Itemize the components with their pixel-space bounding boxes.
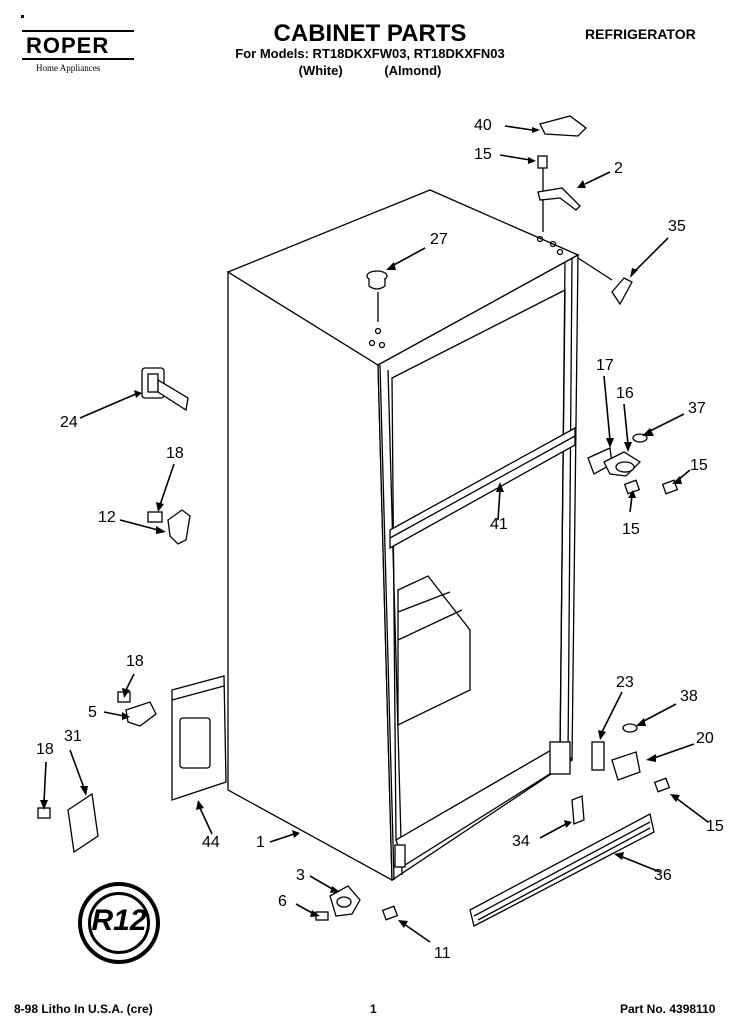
callout-23: 23: [616, 674, 634, 691]
part-12-door-stop: [119, 463, 191, 545]
r12-text: R12: [91, 904, 147, 937]
callout-16: 16: [616, 385, 634, 402]
callout-18-upper: 18: [166, 445, 184, 462]
interior-shelf: [397, 575, 471, 727]
product-category: REFRIGERATOR: [585, 26, 696, 42]
part-36-base-grille: [469, 813, 661, 927]
callout-15-lower: 15: [622, 521, 640, 538]
callout-34: 34: [512, 833, 530, 850]
part-44-side-panel: [171, 675, 227, 835]
print-info: 8-98 Litho In U.S.A. (cre): [14, 1002, 153, 1016]
part-27-plug: [366, 247, 426, 322]
brand-tagline: Home Appliances: [36, 63, 101, 73]
part-24-handle-mount: [79, 367, 189, 419]
callout-12: 12: [98, 509, 116, 526]
callout-40: 40: [474, 117, 492, 134]
callout-44: 44: [202, 834, 220, 851]
callout-27: 27: [430, 231, 448, 248]
callout-17: 17: [596, 357, 614, 374]
callout-2: 2: [614, 160, 623, 177]
callout-3: 3: [296, 867, 305, 884]
part-number: Part No. 4398110: [620, 1002, 716, 1016]
part-2-top-hinge: [537, 171, 611, 211]
page-number: 1: [370, 1002, 377, 1016]
page-title: CABINET PARTS: [273, 20, 467, 47]
brand-logo-frame: [22, 30, 134, 60]
callout-1: 1: [256, 834, 265, 851]
part-1-arrow: [269, 830, 300, 843]
callout-41: 41: [490, 516, 508, 533]
divider-rail: [389, 426, 576, 550]
part-31-hinge-cover: [37, 749, 99, 854]
corner-mark: [21, 15, 24, 18]
callout-11: 11: [434, 945, 451, 962]
part-5-hinge-bracket: [103, 673, 157, 727]
part-41-arrow: [496, 482, 504, 521]
color-almond: (Almond): [384, 63, 442, 78]
color-white: (White): [298, 63, 343, 78]
callout-31: 31: [64, 728, 82, 745]
callout-15-top: 15: [474, 146, 492, 163]
cabinet-shell: [226, 189, 580, 882]
part-40-hinge-cover: [504, 115, 587, 137]
cabinet-base: [394, 741, 573, 868]
callout-5: 5: [88, 704, 97, 721]
color-variants: (White) (Almond): [200, 63, 540, 78]
callout-15-middle: 15: [690, 457, 708, 474]
models-line: For Models: RT18DKXFW03, RT18DKXFN03: [235, 46, 505, 61]
callout-15-bottom: 15: [706, 818, 724, 835]
callout-18-middle: 18: [126, 653, 144, 670]
part-35-hinge-pin-cover: [577, 237, 669, 306]
callout-37: 37: [688, 400, 706, 417]
part-20-bottom-hinge: [591, 691, 709, 823]
callout-18-lower: 18: [36, 741, 54, 758]
callout-36: 36: [654, 867, 672, 884]
callout-20: 20: [696, 730, 714, 747]
r12-refrigerant-badge: R12: [78, 882, 160, 964]
part-16-center-hinge: [587, 375, 691, 513]
part-34-clip: [539, 795, 585, 839]
callout-35: 35: [668, 218, 686, 235]
top-holes: [368, 235, 564, 349]
r12-inner-ring: [88, 892, 150, 954]
callout-24: 24: [60, 414, 78, 431]
brand-logo: ROPER: [26, 33, 110, 58]
callout-6: 6: [278, 893, 287, 910]
part-3-bottom-hinge: [295, 875, 431, 943]
callout-38: 38: [680, 688, 698, 705]
